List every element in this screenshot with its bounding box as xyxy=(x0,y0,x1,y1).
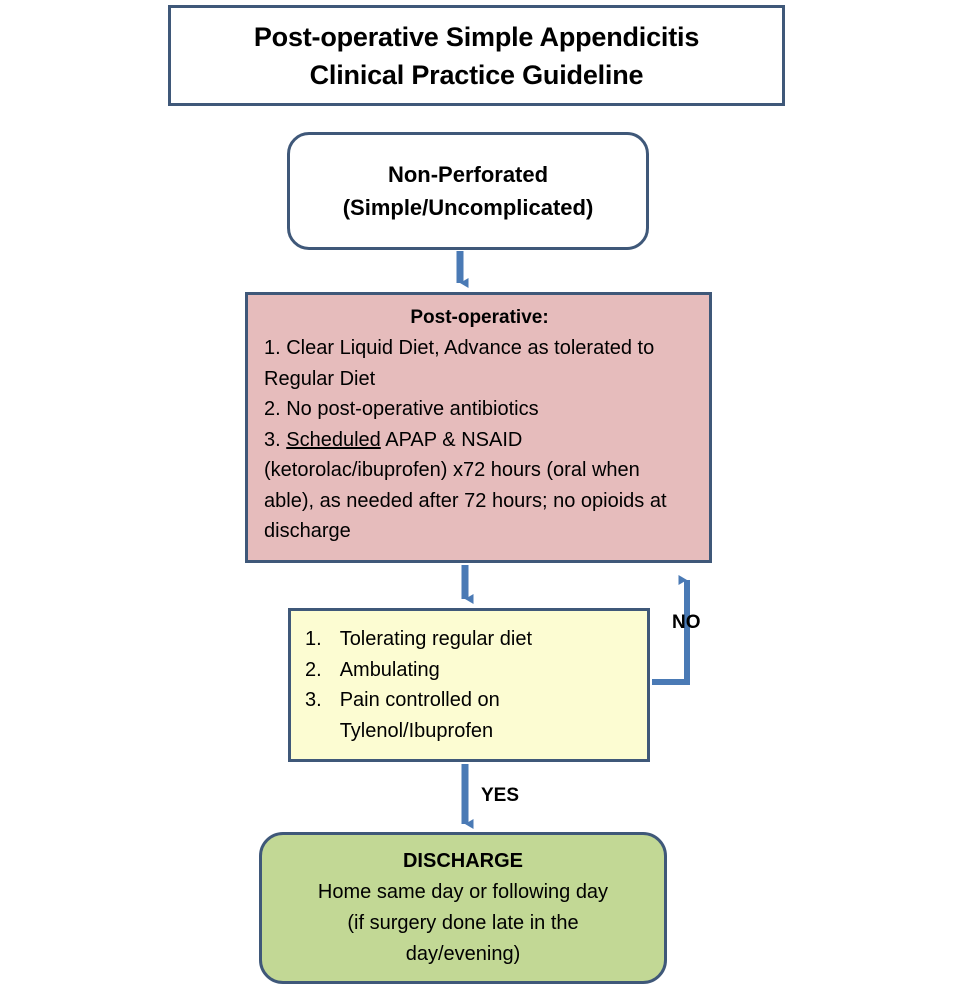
postop-item-3-emphasis: Scheduled xyxy=(286,428,381,451)
discharge-node: DISCHARGE Home same day or following day… xyxy=(259,832,667,984)
criteria-item-2-text: Ambulating xyxy=(339,658,440,681)
page-title-line-2: Clinical Practice Guideline xyxy=(309,59,644,90)
postop-item-1: 1. Clear Liquid Diet, Advance as tolerat… xyxy=(264,337,655,390)
criteria-item-1-number: 1. xyxy=(305,628,322,650)
postoperative-orders-node: Post-operative: 1. Clear Liquid Diet, Ad… xyxy=(245,292,712,563)
guideline-title-box: Post-operative Simple Appendicitis Clini… xyxy=(168,5,785,106)
edge-label-no: NO xyxy=(672,612,701,633)
discharge-heading: DISCHARGE xyxy=(402,850,523,872)
page-title-line-1: Post-operative Simple Appendicitis xyxy=(253,21,700,52)
diagnosis-node: Non-Perforated (Simple/Uncomplicated) xyxy=(287,132,649,250)
diagnosis-label-line-2: (Simple/Uncomplicated) xyxy=(342,195,594,220)
criteria-item-2-number: 2. xyxy=(305,658,322,681)
diagnosis-label-line-1: Non-Perforated xyxy=(387,162,549,187)
list-item: 3. Pain controlled on Tylenol/Ibuprofen xyxy=(305,685,637,746)
criteria-item-1-text: Tolerating regular diet xyxy=(339,628,533,650)
postop-item-3-prefix: 3. xyxy=(264,428,287,451)
postop-item-2: 2. No post-operative antibiotics xyxy=(264,398,539,420)
list-item: 1. Tolerating regular diet xyxy=(305,624,637,655)
postop-heading: Post-operative: xyxy=(410,307,549,328)
criteria-list: 1. Tolerating regular diet 2. Ambulating… xyxy=(305,624,637,746)
criteria-item-3-number: 3. xyxy=(305,689,322,711)
postop-item-3-rest: APAP & NSAID (ketorolac/ibuprofen) x72 h… xyxy=(264,428,667,543)
discharge-line-3: day/evening) xyxy=(405,943,521,965)
discharge-line-1: Home same day or following day xyxy=(317,881,609,903)
discharge-line-2: (if surgery done late in the xyxy=(347,912,579,934)
discharge-criteria-node: 1. Tolerating regular diet 2. Ambulating… xyxy=(288,608,650,762)
postop-item-3: 3. Scheduled APAP & NSAID (ketorolac/ibu… xyxy=(264,425,695,547)
edge-label-yes: YES xyxy=(481,785,520,806)
criteria-item-3-text: Pain controlled on Tylenol/Ibuprofen xyxy=(339,689,500,742)
list-item: 2. Ambulating xyxy=(305,655,637,686)
